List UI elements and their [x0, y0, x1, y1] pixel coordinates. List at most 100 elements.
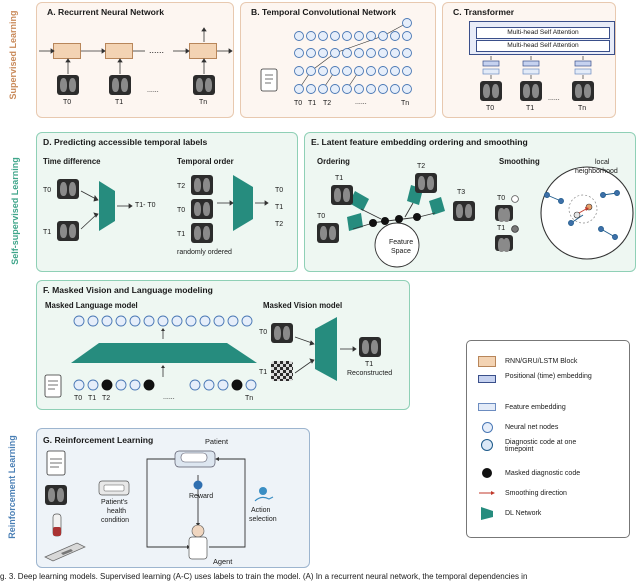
legend-item-rnn: RNN/GRU/LSTM Block [477, 355, 577, 367]
label-tn: Tn [578, 105, 587, 112]
legend: RNN/GRU/LSTM Block Positional (time) emb… [466, 340, 630, 538]
ct-scan-image [359, 337, 381, 357]
panel-d-shapes [80, 175, 269, 231]
to-input-t2: T2 [177, 183, 186, 190]
ct-scan-image [331, 185, 353, 205]
legend-label: RNN/GRU/LSTM Block [505, 357, 578, 365]
mlm-label-t0: T0 [74, 395, 83, 402]
label-t0: T0 [294, 100, 303, 107]
mlm-heading: Masked Language model [45, 301, 138, 310]
legend-label: Feature embedding [505, 403, 566, 411]
ct-scan-image [57, 221, 79, 241]
smoothing-heading: Smoothing [499, 157, 540, 166]
label-tn: Tn [401, 100, 410, 107]
panel-f-shapes [44, 315, 357, 398]
order-label-t0: T0 [317, 213, 326, 220]
legend-label: Neural net nodes [505, 423, 559, 431]
side-label-reinforcement: Reinforcement Learning [7, 435, 17, 539]
smooth-label-t1: T1 [497, 225, 506, 232]
ct-scan-image [193, 75, 215, 95]
transformer-embeddings [482, 56, 592, 79]
legend-item-dl: DL Network [477, 507, 541, 520]
randomly-ordered: randomly ordered [177, 249, 232, 256]
label-t0: T0 [486, 105, 495, 112]
label-t1: T1 [308, 100, 317, 107]
ct-scan-image [520, 81, 542, 101]
label-t0: T0 [43, 187, 52, 194]
panel-a-arrows [39, 27, 233, 74]
panel-c-title: C. Transformer [453, 7, 515, 17]
ct-scan-image [109, 75, 131, 95]
ct-scan-image [572, 81, 594, 101]
label-t2: T2 [323, 100, 332, 107]
side-label-supervised: Supervised Learning [8, 10, 18, 100]
positional-embedding-icon [477, 373, 497, 385]
panel-b-tcn: B. Temporal Convolutional Network T0 T1 … [240, 2, 436, 118]
legend-item-positional: Positional (time) embedding [477, 373, 625, 385]
diagnostic-code-icon [477, 439, 497, 451]
mvm-heading: Masked Vision model [263, 301, 343, 310]
patient-label: Patient [205, 437, 229, 446]
label-tn: Tn [199, 99, 208, 106]
ct-scan-image [191, 223, 213, 243]
figure-caption: g. 3. Deep learning models. Supervised l… [0, 572, 528, 581]
mlm-label-dots: ...... [163, 394, 175, 401]
panel-e-title: E. Latent feature embedding ordering and… [311, 137, 528, 147]
to-output-t2: T2 [275, 221, 284, 228]
order-label-t3: T3 [457, 189, 466, 196]
panel-b-title: B. Temporal Convolutional Network [251, 7, 396, 17]
mlm-label-tn: Tn [245, 395, 254, 402]
action-label-line1: Action [251, 507, 271, 514]
ct-scan-image [453, 201, 475, 221]
tcn-grid [260, 18, 412, 94]
panel-g-shapes [44, 450, 274, 562]
local-label-line1: local [595, 159, 610, 166]
ct-scan-image [191, 175, 213, 195]
health-label-line3: condition [101, 517, 130, 524]
panel-f-title: F. Masked Vision and Language modeling [43, 285, 213, 295]
smoothing-arrow-icon [477, 487, 497, 499]
action-label-line2: selection [249, 516, 277, 523]
legend-item-masked: Masked diagnostic code [477, 467, 580, 479]
reconstructed-label-line1: T1 [365, 361, 374, 368]
feature-space-label-line2: Space [391, 248, 411, 255]
order-label-t2: T2 [417, 163, 426, 170]
health-label-line1: Patient's [101, 499, 128, 506]
attention-block: Multi-head Self Attention Multi-head Sel… [469, 21, 615, 55]
attention-layer: Multi-head Self Attention [476, 40, 610, 52]
td-output: T1- T0 [135, 202, 156, 209]
side-label-self-supervised: Self-supervised Learning [10, 157, 20, 265]
mvm-label-t1: T1 [259, 369, 268, 376]
to-output-t0: T0 [275, 187, 284, 194]
node-icon [477, 421, 497, 433]
ct-scan-image [495, 205, 513, 222]
to-input-t0: T0 [177, 207, 186, 214]
ordering-heading: Ordering [317, 157, 350, 166]
ct-scan-image [57, 179, 79, 199]
legend-label: Diagnostic code at one timepoint [505, 439, 577, 453]
panel-f-masked-modeling: F. Masked Vision and Language modeling M… [36, 280, 410, 410]
panel-g-reinforcement: G. Reinforcement Learning Patient Reward… [36, 428, 310, 568]
ct-scan-image [271, 323, 293, 343]
dl-network-icon [477, 507, 497, 520]
health-label-line2: health [107, 508, 127, 515]
mvm-label-t0: T0 [259, 329, 268, 336]
ct-scan-image [480, 81, 502, 101]
label-t1: T1 [526, 105, 535, 112]
panel-e-latent-embedding: E. Latent feature embedding ordering and… [304, 132, 636, 272]
label-t0: T0 [63, 99, 72, 106]
legend-label: Masked diagnostic code [505, 469, 581, 477]
rnn-dots: ...... [149, 45, 165, 55]
panel-a-title: A. Recurrent Neural Network [47, 7, 165, 17]
label-t1: T1 [43, 229, 52, 236]
attention-layer: Multi-head Self Attention [476, 27, 610, 39]
masked-ct-scan [271, 361, 293, 381]
panel-g-title: G. Reinforcement Learning [43, 435, 154, 445]
mlm-label-t1: T1 [88, 395, 97, 402]
ct-scan-image [57, 75, 79, 95]
ct-scan-image [415, 173, 437, 193]
smooth-label-t0: T0 [497, 195, 506, 202]
order-label-t1: T1 [335, 175, 344, 182]
feature-space-label-line1: Feature [389, 239, 414, 246]
label-dots: ...... [355, 99, 367, 106]
